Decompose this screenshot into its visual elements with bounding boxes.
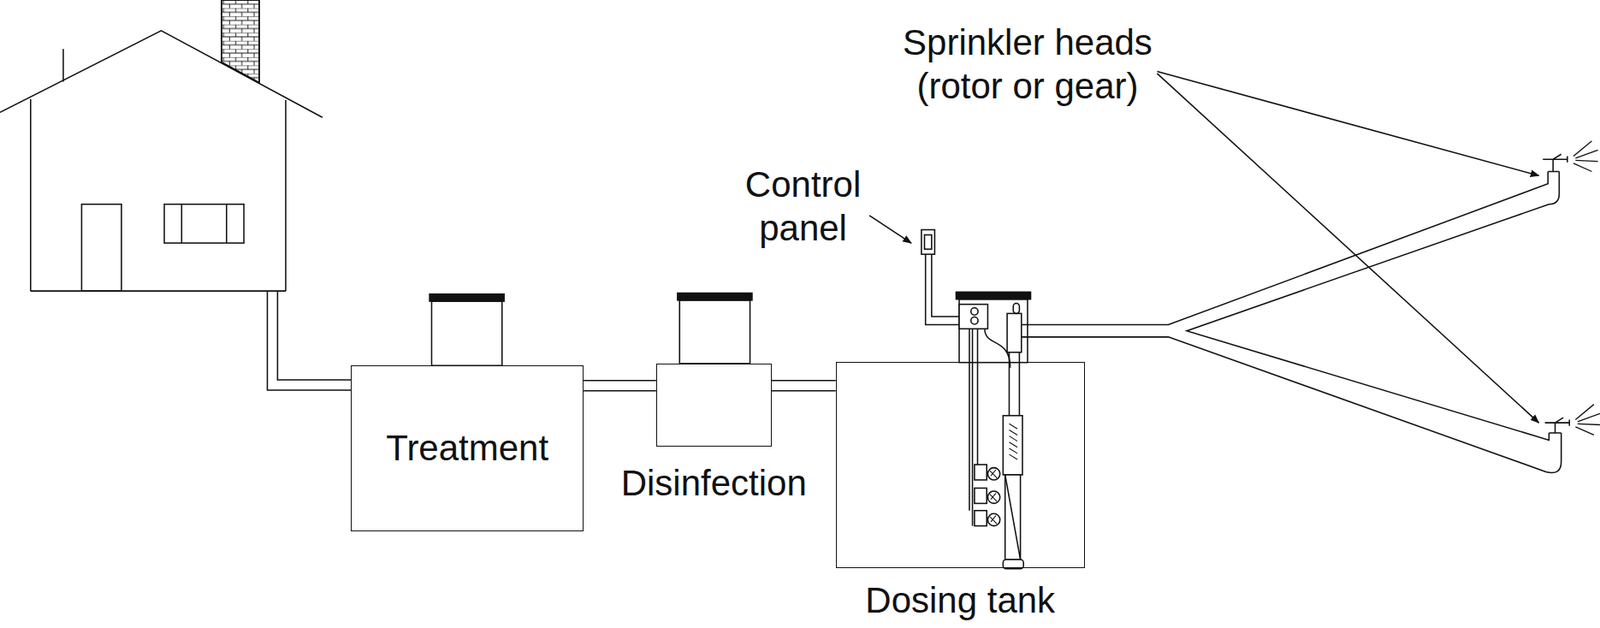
pipe-connector xyxy=(771,380,836,392)
tank-label: Dosing tank xyxy=(865,582,1055,619)
leader-line xyxy=(869,71,1539,424)
control-panel xyxy=(921,230,989,330)
house-drain-pipe xyxy=(266,290,351,391)
tank-box: Dosing tank xyxy=(835,361,1085,569)
tank-box: Treatment xyxy=(350,365,584,532)
riser xyxy=(429,291,1031,366)
tank-box: Disinfection xyxy=(656,363,772,448)
house xyxy=(0,0,323,291)
pipe-connector xyxy=(583,380,657,392)
tank-label: Treatment xyxy=(385,428,549,469)
callout-label: Sprinkler heads (rotor or gear) xyxy=(890,20,1165,108)
discharge-pipe xyxy=(1021,171,1562,474)
tank-label: Disinfection xyxy=(621,465,807,502)
pump xyxy=(1002,302,1024,569)
sprinkler-head xyxy=(1542,141,1600,436)
callout-label: Control panel xyxy=(734,162,872,250)
